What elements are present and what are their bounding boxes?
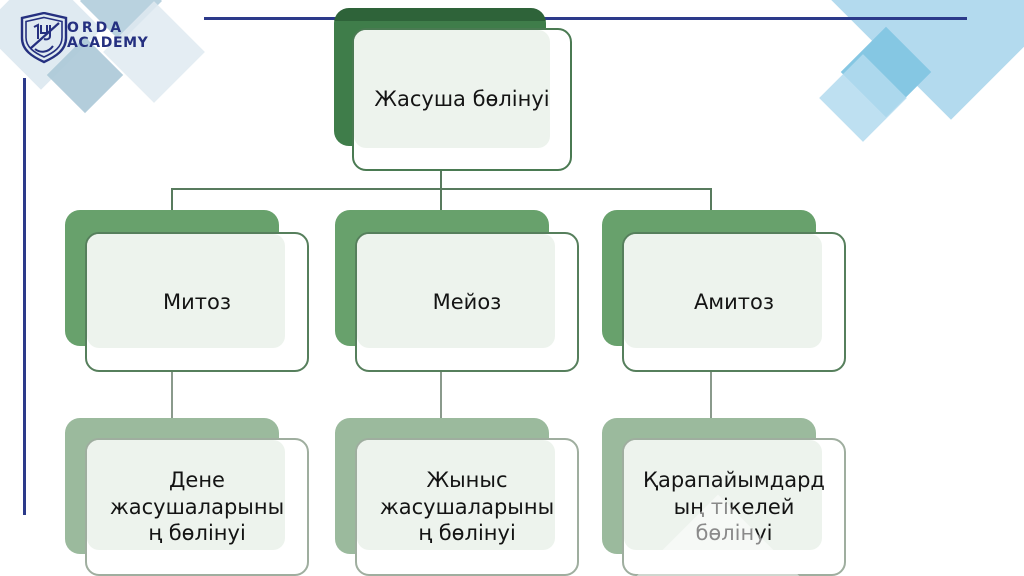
root-node-tint-panel xyxy=(354,30,550,148)
node-tint-panel xyxy=(87,440,285,550)
brand-wordmark-line1: ORDA xyxy=(67,20,125,36)
connector-drop-meioz xyxy=(440,188,442,211)
connector-drop-amitoz-child xyxy=(710,372,712,418)
connector-drop-mitoz xyxy=(171,188,173,211)
branch-node-label: Митоз xyxy=(162,289,231,314)
connector-root-stem xyxy=(440,171,442,189)
node-front-panel xyxy=(622,232,846,372)
shield-logo-icon xyxy=(20,12,68,64)
node-tint-panel xyxy=(357,234,555,348)
leaf-node-mitoz-child: Дене жасушаларыны ң бөлінуі xyxy=(65,418,311,576)
brand-wordmark: ORDA ACADEMY xyxy=(67,21,148,50)
brand-wordmark-line2: ACADEMY xyxy=(67,34,149,51)
branch-node-label: Амитоз xyxy=(693,289,775,314)
branch-node-label: Мейоз xyxy=(432,289,502,314)
node-tint-panel xyxy=(87,234,285,348)
branch-node-mitoz: Митоз xyxy=(65,210,311,372)
root-node: Жасуша бөлінуі xyxy=(334,8,574,172)
branch-node-amitoz: Амитоз xyxy=(602,210,848,372)
leaf-node-meioz-child: Жыныс жасушаларыны ң бөлінуі xyxy=(335,418,581,576)
node-tint-panel xyxy=(624,234,822,348)
root-node-label: Жасуша бөлінуі xyxy=(374,87,550,112)
connector-drop-mitoz-child xyxy=(171,372,173,418)
node-front-panel xyxy=(85,438,309,576)
node-tint-panel xyxy=(357,440,555,550)
left-accent-line xyxy=(23,78,26,515)
top-accent-line xyxy=(204,17,967,20)
connector-drop-amitoz xyxy=(710,188,712,211)
root-node-front-panel xyxy=(352,28,572,171)
leaf-node-label: Дене жасушаларыны ң бөлінуі xyxy=(109,468,285,546)
node-front-panel xyxy=(355,232,579,372)
node-front-panel xyxy=(355,438,579,576)
branch-node-meioz: Мейоз xyxy=(335,210,581,372)
connector-drop-meioz-child xyxy=(440,372,442,418)
leaf-node-label: Жыныс жасушаларыны ң бөлінуі xyxy=(379,468,555,546)
node-front-panel xyxy=(85,232,309,372)
